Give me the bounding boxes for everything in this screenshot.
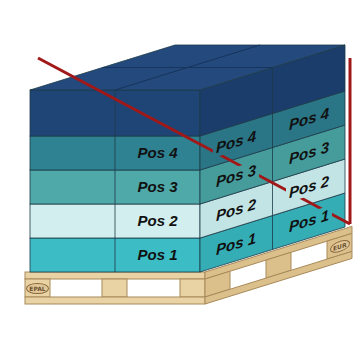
box-edge (272, 148, 273, 182)
position-text: Pos 1 (137, 246, 177, 264)
box-edge (115, 45, 260, 90)
pallet-block (102, 279, 127, 297)
box-edge (272, 182, 273, 216)
box-front (30, 170, 200, 204)
box-top (30, 45, 345, 90)
box-front (30, 204, 200, 238)
box-edge (115, 136, 116, 170)
position-text: Pos 2 (137, 212, 177, 230)
pallet-block (180, 279, 205, 297)
box-label: Pos 2 (134, 212, 180, 230)
box-front (30, 238, 200, 272)
pallet-deck (25, 272, 205, 279)
box-edge (115, 170, 116, 204)
box-front (30, 136, 200, 170)
position-text: Pos 4 (137, 144, 177, 162)
pallet-stamp: EPAL (26, 283, 48, 294)
pallet-board (25, 297, 205, 304)
box-label: Pos 1 (134, 246, 180, 264)
box-edge (272, 114, 273, 148)
diagonal-line (38, 58, 350, 224)
box-edge (272, 68, 273, 114)
vertical-line (349, 58, 352, 224)
position-text: Pos 3 (137, 178, 177, 196)
pallet-block (25, 279, 50, 297)
box-edge (115, 90, 116, 136)
box-label: Pos 3 (134, 178, 180, 196)
box-edge (272, 216, 273, 250)
box-edge (115, 204, 116, 238)
box-edge (115, 238, 116, 272)
box-label: Pos 4 (134, 144, 180, 162)
